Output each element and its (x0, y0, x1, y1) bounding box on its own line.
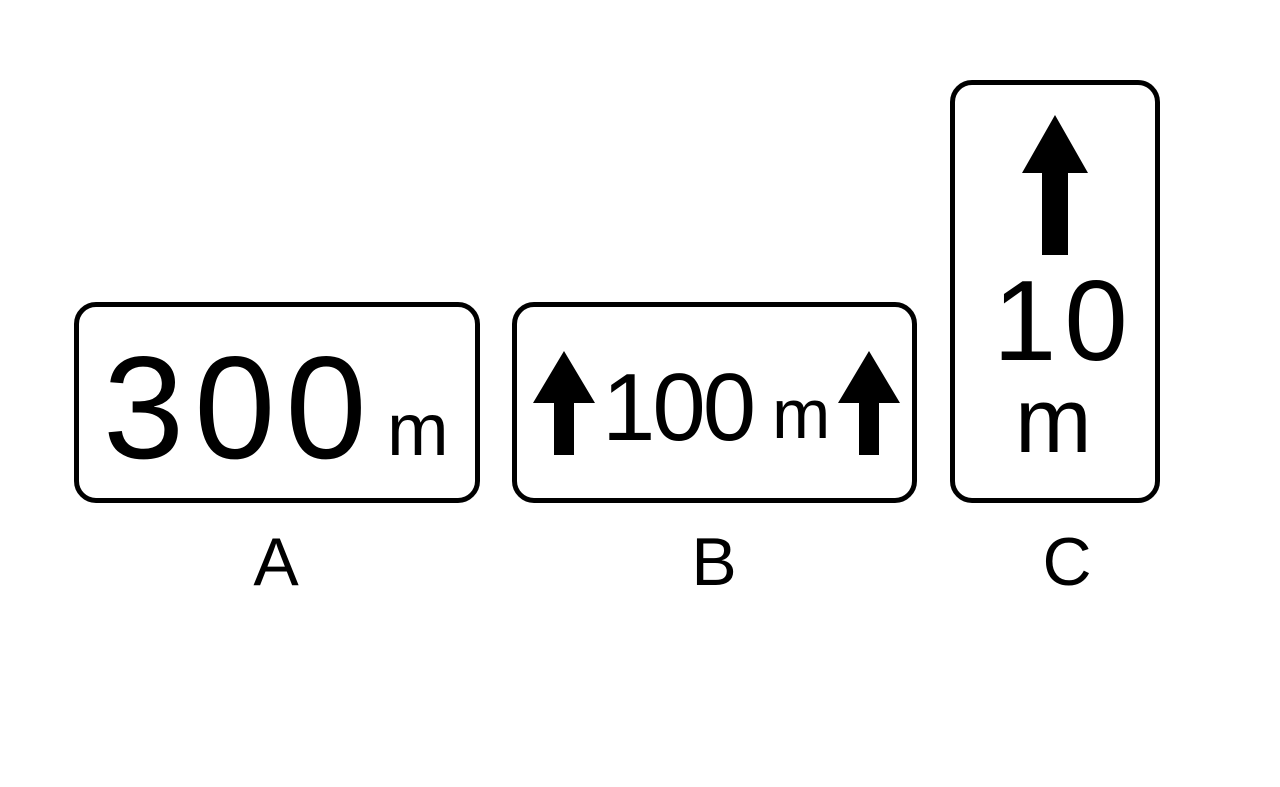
sign-c: 10 m (950, 80, 1160, 503)
sign-c-unit: m (1015, 370, 1092, 472)
sign-a-label: A (253, 524, 299, 600)
up-arrow-icon (838, 351, 900, 455)
sign-b-label: B (691, 524, 737, 600)
sign-a-unit: m (387, 388, 449, 471)
sign-b-distance: 100 (602, 354, 756, 461)
up-arrow-icon (533, 351, 595, 455)
sign-a: 300 m (74, 302, 480, 503)
sign-b: 100 m (512, 302, 917, 503)
sign-c-distance: 10 (993, 258, 1136, 385)
sign-c-label: C (1042, 524, 1092, 600)
up-arrow-icon (1022, 115, 1088, 255)
sign-b-unit: m (772, 375, 831, 453)
sign-a-distance: 300 (103, 326, 377, 489)
